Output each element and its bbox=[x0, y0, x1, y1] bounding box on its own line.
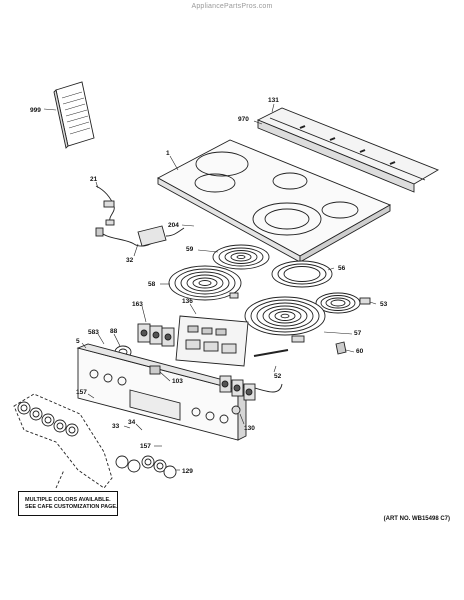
callout-58: 58 bbox=[148, 281, 156, 288]
callout-1: 1 bbox=[166, 150, 170, 157]
wire-assembly-part bbox=[95, 225, 185, 247]
callout-163: 163 bbox=[132, 301, 143, 308]
bracket-part bbox=[335, 341, 347, 355]
infinite-switch-right-part bbox=[149, 365, 283, 415]
color-note-box: MULTIPLE COLORS AVAILABLE. SEE CAFE CUST… bbox=[18, 491, 118, 516]
callout-59: 59 bbox=[186, 246, 194, 253]
note-line-1: MULTIPLE COLORS AVAILABLE. bbox=[25, 497, 111, 503]
callout-53: 53 bbox=[380, 301, 388, 308]
wire-harness-part bbox=[95, 185, 115, 226]
callout-56: 56 bbox=[338, 265, 346, 272]
leader-lines bbox=[43, 103, 377, 471]
callout-57: 57 bbox=[354, 330, 362, 337]
callout-60: 60 bbox=[356, 348, 364, 355]
radiant-element-right-part bbox=[315, 292, 371, 314]
callout-970: 970 bbox=[238, 116, 249, 123]
callout-labels: 999 131 970 1 21 204 59 32 56 58 136 163… bbox=[30, 97, 388, 475]
callout-204: 204 bbox=[168, 222, 179, 229]
callout-583: 583 bbox=[88, 329, 99, 336]
watermark: AppliancePartsPros.com bbox=[191, 3, 273, 10]
callout-131: 131 bbox=[268, 97, 279, 104]
callout-32: 32 bbox=[126, 257, 134, 264]
note-line-2: SEE CAFE CUSTOMIZATION PAGE. bbox=[25, 504, 118, 510]
knob-group-leader bbox=[55, 469, 65, 489]
radiant-element-small-part bbox=[212, 244, 270, 270]
callout-34: 34 bbox=[128, 419, 136, 426]
callout-21: 21 bbox=[90, 176, 98, 183]
rear-vent-trim-part bbox=[256, 107, 440, 193]
callout-103: 103 bbox=[172, 378, 183, 385]
owner-manual-part bbox=[53, 81, 95, 149]
rod-part bbox=[253, 349, 289, 357]
callout-157-upper: 157 bbox=[76, 389, 87, 396]
callout-130: 130 bbox=[244, 425, 255, 432]
callout-88: 88 bbox=[110, 328, 118, 335]
knob-set-left-part bbox=[17, 401, 79, 437]
control-panel-part bbox=[76, 343, 248, 441]
callout-136: 136 bbox=[182, 298, 193, 305]
callout-999: 999 bbox=[30, 107, 41, 114]
control-board-part bbox=[175, 315, 249, 367]
radiant-element-dual-part bbox=[244, 296, 326, 343]
radiant-element-large-part bbox=[168, 265, 242, 301]
callout-129: 129 bbox=[182, 468, 193, 475]
callout-33: 33 bbox=[112, 423, 120, 430]
infinite-switch-left-part bbox=[137, 323, 175, 347]
knob-set-right-part bbox=[115, 455, 177, 479]
knob-group-outline bbox=[13, 393, 113, 489]
radiant-element-part bbox=[271, 260, 333, 288]
callout-52: 52 bbox=[274, 373, 282, 380]
callout-5: 5 bbox=[76, 338, 80, 345]
callout-157-lower: 157 bbox=[140, 443, 151, 450]
art-number: (ART NO. WB15498 C7) bbox=[383, 516, 450, 522]
